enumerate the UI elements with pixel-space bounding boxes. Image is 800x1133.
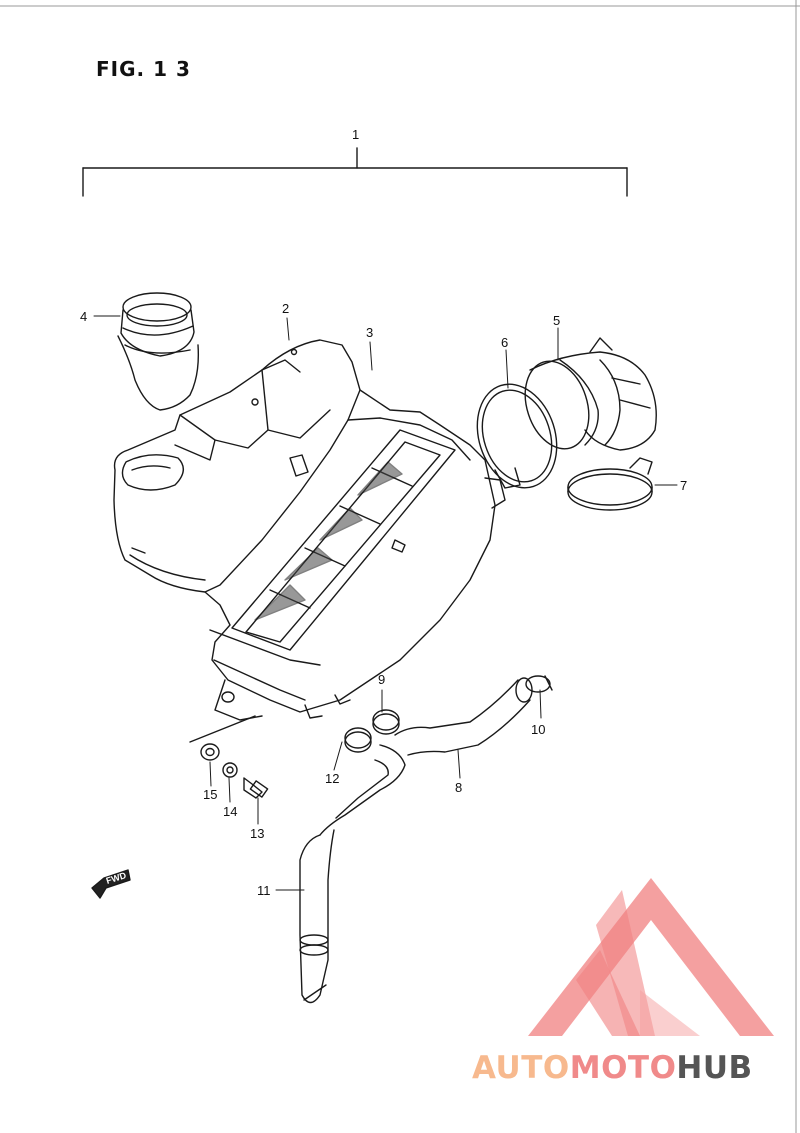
callout-10: 10 bbox=[531, 722, 546, 737]
plug-part bbox=[525, 675, 553, 693]
clamp-part bbox=[567, 457, 653, 511]
hose-part bbox=[299, 744, 406, 1004]
callout-9: 9 bbox=[378, 672, 386, 687]
callout-11: 11 bbox=[257, 883, 271, 898]
callout-12: 12 bbox=[325, 771, 340, 786]
figure-title: FIG. 1 3 bbox=[96, 57, 191, 81]
drain-hose-part bbox=[394, 677, 533, 756]
watermark-moto: MOTO bbox=[569, 1050, 677, 1086]
watermark-hub: HUB bbox=[676, 1050, 753, 1086]
callout-8: 8 bbox=[455, 780, 463, 795]
callout-7: 7 bbox=[680, 478, 688, 493]
intake-duct-part bbox=[524, 337, 657, 451]
callout-5: 5 bbox=[553, 313, 561, 328]
callout-14: 14 bbox=[223, 804, 238, 819]
intake-funnel-part bbox=[117, 292, 200, 411]
watermark-auto: AUTO bbox=[472, 1050, 570, 1086]
assembly-bracket bbox=[82, 147, 628, 197]
watermark-logo-icon bbox=[528, 878, 774, 1036]
callout-2: 2 bbox=[282, 301, 290, 316]
callout-1: 1 bbox=[352, 127, 360, 142]
fwd-arrow-icon bbox=[91, 869, 131, 899]
callout-6: 6 bbox=[501, 335, 509, 350]
clamp-band-part bbox=[476, 383, 558, 489]
callout-4: 4 bbox=[80, 309, 88, 324]
fastener-parts bbox=[200, 743, 269, 799]
callout-13: 13 bbox=[250, 826, 265, 841]
callout-15: 15 bbox=[203, 787, 218, 802]
hose-clamp-parts bbox=[344, 709, 400, 753]
air-cleaner-case-part bbox=[113, 339, 506, 743]
callout-3: 3 bbox=[366, 325, 374, 340]
watermark-text: AUTOMOTOHUB bbox=[472, 1050, 753, 1086]
